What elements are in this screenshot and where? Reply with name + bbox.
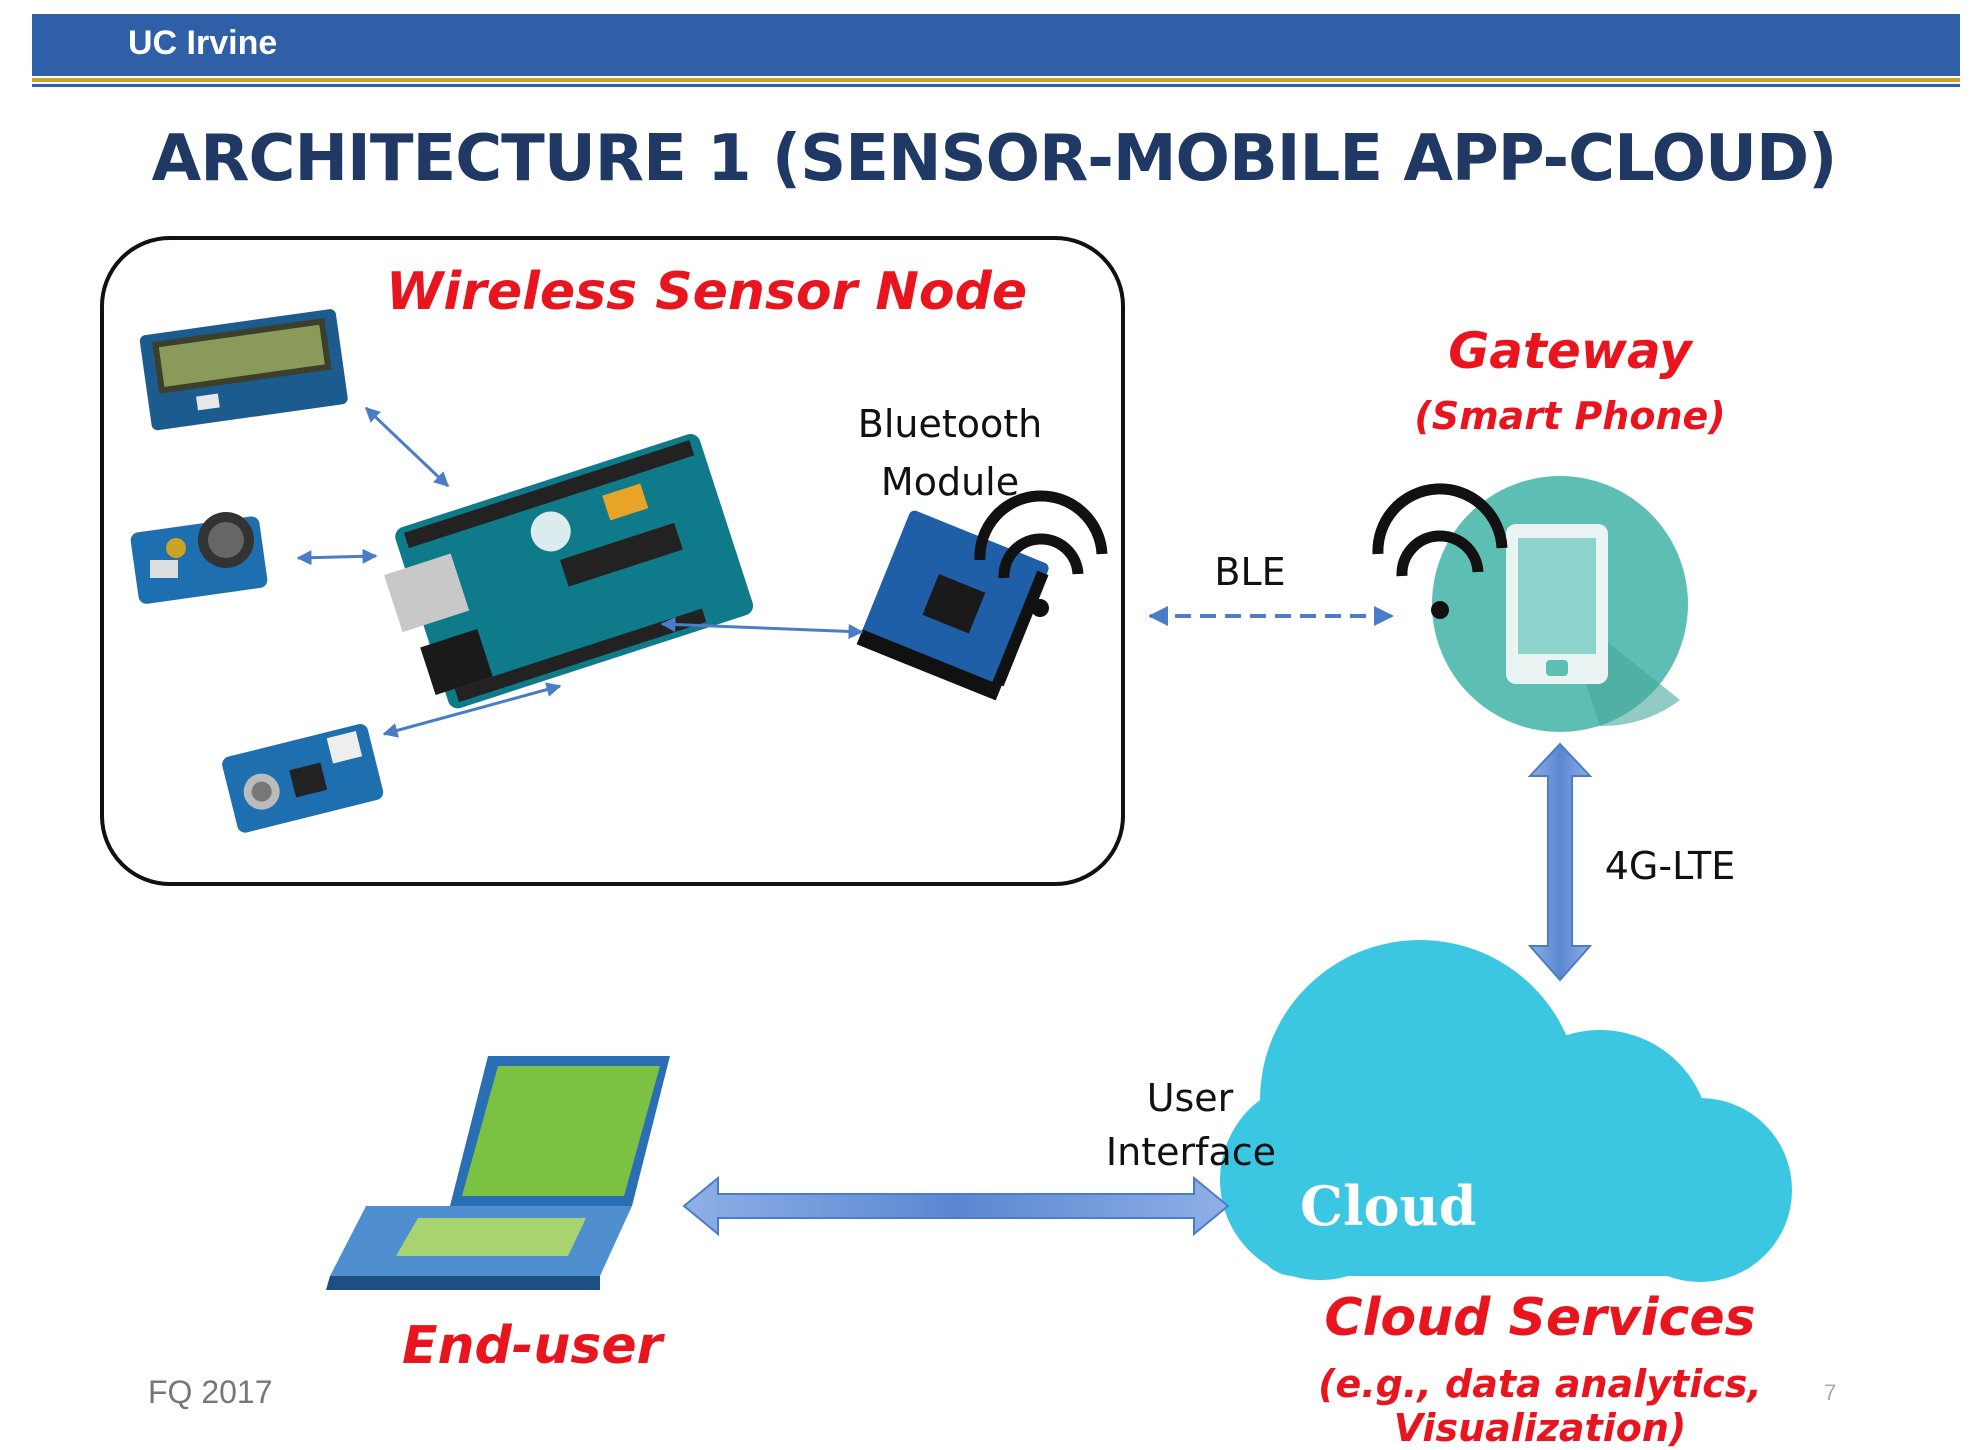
ui-label-line2: Interface: [1105, 1130, 1277, 1174]
cloud-services-subtitle: (e.g., data analytics, Visualization): [1318, 1362, 1762, 1450]
lte-link-arrow: [1527, 742, 1593, 982]
speaker-sensor-icon: [130, 512, 268, 604]
bluetooth-label-line2: Module: [880, 460, 1020, 504]
cloud-icon: [1220, 940, 1792, 1282]
lcd-link-arrow: [364, 406, 450, 488]
slide-title: ARCHITECTURE 1 (SENSOR-MOBILE APP-CLOUD): [151, 122, 1838, 196]
page-number: 7: [1824, 1380, 1837, 1405]
gas-link-arrow: [382, 682, 562, 738]
end-user-title: End-user: [402, 1316, 663, 1376]
gas-sensor-icon: [222, 724, 384, 833]
header-banner: [32, 14, 1960, 76]
lcd-module-icon: [139, 309, 348, 431]
lte-label: 4G-LTE: [1604, 844, 1736, 888]
bluetooth-module-icon: [856, 510, 1049, 701]
ble-label: BLE: [1214, 550, 1286, 594]
wifi-icon-gateway: [1372, 483, 1508, 619]
header-divider-2: [32, 84, 1960, 87]
ui-link-arrow: [682, 1175, 1230, 1237]
ui-label-line1: User: [1146, 1076, 1234, 1120]
bluetooth-link-arrow: [660, 617, 864, 639]
gateway-subtitle: (Smart Phone): [1414, 394, 1726, 438]
laptop-icon: [326, 1056, 670, 1290]
sensor-node-box: [100, 236, 1125, 886]
org-name: UC Irvine: [128, 24, 278, 62]
bluetooth-label-line1: Bluetooth: [857, 402, 1043, 446]
smartphone-icon: [1432, 476, 1688, 732]
cloud-services-title: Cloud Services: [1324, 1288, 1756, 1348]
wifi-icon-sensor: [974, 490, 1108, 617]
sensor-node-title: Wireless Sensor Node: [386, 262, 1028, 322]
header-divider: [32, 78, 1960, 82]
cloud-label: Cloud: [1300, 1174, 1477, 1238]
speaker-link-arrow: [296, 548, 378, 566]
gateway-title: Gateway: [1448, 322, 1692, 380]
footer-date: FQ 2017: [148, 1374, 273, 1410]
arduino-board-icon: [384, 433, 754, 709]
